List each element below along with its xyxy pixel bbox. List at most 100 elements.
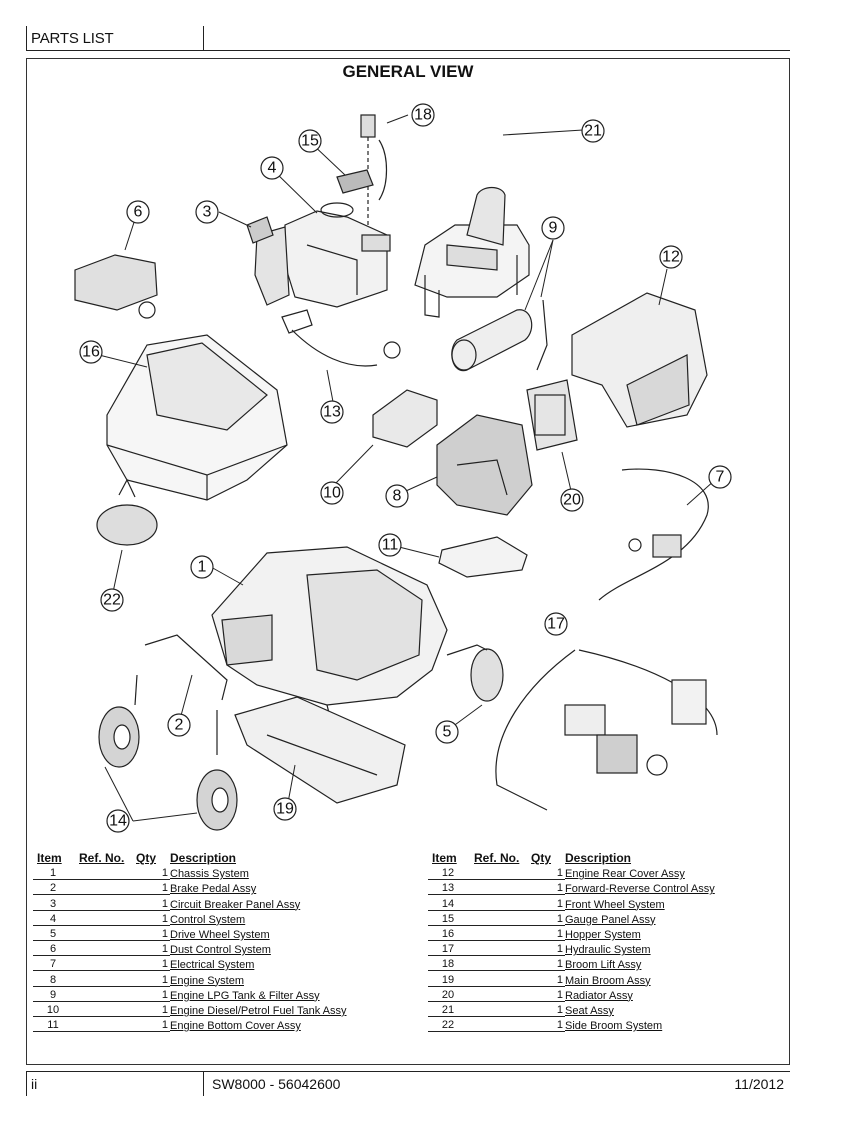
qty-cell: 1	[133, 882, 170, 896]
callout-3	[195, 200, 219, 224]
description-cell: Electrical System	[170, 959, 255, 972]
side-broom-drawing	[96, 478, 158, 546]
callout-18-label: 18	[414, 107, 432, 124]
brake-pedal-drawing	[134, 634, 228, 755]
callout-15	[298, 129, 322, 153]
footer-document-id: SW8000 - 56042600	[212, 1076, 341, 1092]
callout-5	[435, 720, 459, 744]
qty-cell: 1	[133, 867, 170, 881]
col-desc-header: Description	[565, 851, 632, 865]
callout-11	[378, 533, 402, 557]
item-cell: 13	[428, 882, 468, 896]
description-cell: Engine Diesel/Petrol Fuel Tank Assy	[170, 1004, 347, 1017]
callout-6	[126, 200, 150, 224]
qty-cell: 1	[528, 882, 565, 896]
item-cell: 19	[428, 974, 468, 987]
footer-divider-left	[26, 1072, 27, 1096]
col-ref-header: Ref. No.	[474, 851, 520, 865]
description-cell: Seat Assy	[565, 1004, 614, 1017]
callout-19	[273, 797, 297, 821]
general-view-frame	[26, 58, 790, 1065]
description-cell: Drive Wheel System	[170, 928, 270, 941]
seat-assy-drawing	[414, 186, 530, 318]
item-cell: 3	[33, 898, 73, 911]
callout-18	[411, 103, 435, 127]
qty-cell: 1	[528, 1019, 565, 1033]
radiator-drawing	[526, 379, 578, 451]
callout-14	[106, 809, 130, 833]
ref-cell	[468, 909, 528, 911]
rear-cover-drawing	[571, 292, 708, 428]
item-cell: 7	[33, 958, 73, 972]
drive-wheel-drawing	[446, 644, 504, 702]
qty-cell: 1	[528, 928, 565, 941]
col-desc-header: Description	[170, 851, 237, 865]
ref-cell	[468, 939, 528, 941]
forward-reverse-drawing	[281, 309, 401, 367]
item-cell: 9	[33, 989, 73, 1002]
callout-8	[385, 484, 409, 508]
description-cell: Control System	[170, 913, 246, 926]
ref-cell	[468, 970, 528, 972]
qty-cell: 1	[133, 1004, 170, 1017]
callout-9-label: 9	[549, 220, 558, 237]
ref-cell	[468, 894, 528, 896]
qty-cell: 1	[528, 913, 565, 926]
ref-cell	[468, 879, 528, 881]
callout-17-label: 17	[547, 616, 565, 633]
circuit-breaker-drawing	[246, 216, 274, 244]
front-wheel-drawing	[98, 706, 238, 831]
callout-9	[541, 216, 565, 240]
table-header-row: Item Ref. No. Qty Description	[33, 849, 347, 865]
ref-cell	[73, 1000, 133, 1002]
qty-cell: 1	[133, 913, 170, 926]
qty-cell: 1	[133, 943, 170, 957]
callout-22	[100, 588, 124, 612]
callout-21	[581, 119, 605, 143]
callout-7-label: 7	[716, 469, 725, 486]
item-cell: 16	[428, 928, 468, 941]
callout-16	[79, 340, 103, 364]
description-cell: Hopper System	[565, 928, 641, 941]
qty-cell: 1	[133, 1019, 170, 1033]
engine-bottom-cover-drawing	[438, 536, 528, 578]
ref-cell	[468, 1000, 528, 1002]
header-divider-left	[26, 26, 27, 50]
callout-3-label: 3	[203, 204, 212, 221]
engine-drawing	[436, 414, 533, 516]
ref-cell	[73, 894, 133, 896]
item-cell: 5	[33, 928, 73, 941]
item-cell: 15	[428, 913, 468, 926]
qty-cell: 1	[133, 989, 170, 1002]
description-cell: Hydraulic System	[565, 944, 651, 957]
callout-5-label: 5	[443, 724, 452, 741]
qty-cell: 1	[528, 958, 565, 972]
footer-rule	[26, 1071, 790, 1072]
qty-cell: 1	[133, 928, 170, 941]
col-ref-header: Ref. No.	[79, 851, 125, 865]
description-cell: Engine LPG Tank & Filter Assy	[170, 989, 320, 1002]
hopper-drawing	[106, 334, 288, 501]
item-cell: 20	[428, 989, 468, 1002]
callout-8-label: 8	[393, 488, 402, 505]
item-cell: 6	[33, 943, 73, 957]
callout-20	[560, 488, 584, 512]
callout-2-label: 2	[175, 717, 184, 734]
description-cell: Engine Bottom Cover Assy	[170, 1020, 301, 1033]
item-cell: 11	[33, 1019, 73, 1033]
